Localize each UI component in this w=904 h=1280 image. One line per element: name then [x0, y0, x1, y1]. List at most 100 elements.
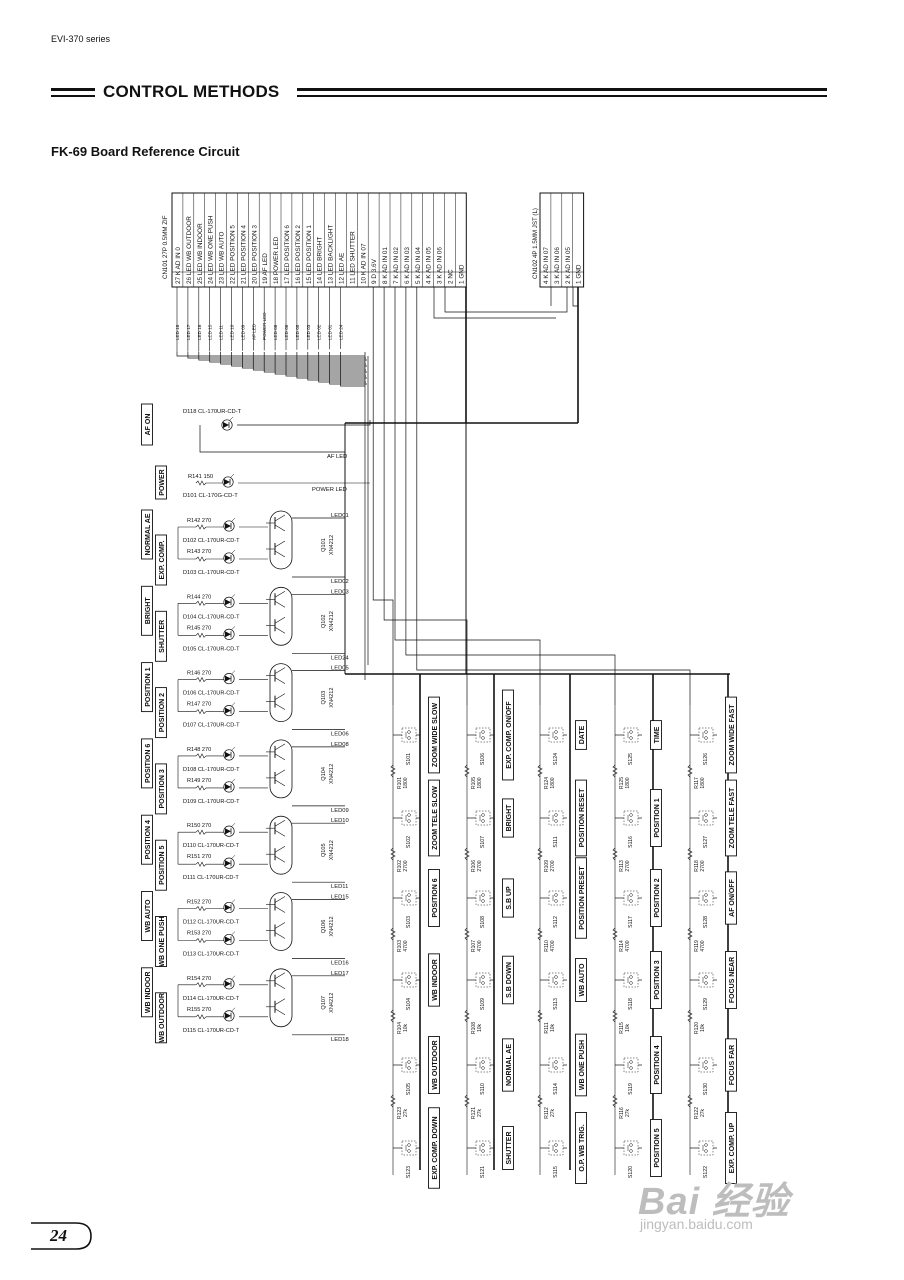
switch-ref: S125 [628, 753, 634, 765]
transistor-q106-body [269, 892, 293, 951]
switch-s119-frame [623, 1057, 639, 1073]
transistor-type: XN4212 [329, 993, 335, 1013]
cn101-pin-label: 18 POWER LED [273, 236, 280, 284]
section-title: CONTROL METHODS [103, 82, 280, 101]
led-tap-label: LED 03 [306, 324, 311, 340]
group-resistor [195, 556, 207, 562]
switch-label-s107-frame [502, 798, 514, 838]
switch-s102-frame [401, 810, 417, 826]
switch-s119-contact [629, 1060, 633, 1064]
led-tap-label: LED 17 [186, 324, 191, 340]
cn101-pin-label: 2 NC [448, 269, 455, 284]
transistor-q102-collector [274, 591, 286, 598]
switch-ref: S101 [406, 753, 412, 765]
switch-s109-contact [481, 981, 485, 985]
switch-s113-frame [548, 972, 564, 988]
switch-resistor-value: 27k [403, 1108, 409, 1117]
transistor-q101-body [269, 510, 293, 570]
led-tap-label: LED 15 [208, 324, 213, 340]
group-diode-ray [231, 899, 236, 903]
group-net-label: LED16 [331, 961, 349, 967]
switch-label-s126-frame [725, 696, 737, 774]
switch-resistor-ref: R102 [397, 860, 403, 872]
transistor-q104-collector [274, 769, 286, 777]
cn101-pin-label: 12 LED AE [339, 253, 346, 284]
group-diode-ray [231, 975, 236, 979]
group-diode-ray [231, 626, 236, 630]
switch-s108-contact [481, 893, 485, 897]
switch-label-s106-frame [502, 689, 514, 781]
switch-label-s115: O.P. WB TRIG. [579, 1124, 586, 1171]
switch-resistor-value: 27k [477, 1108, 483, 1117]
cn102-pin-label: 3 K AD IN 06 [554, 247, 561, 284]
group-diode-label: D102 CL-170UR-CD-T [183, 538, 240, 544]
switch-resistor-value: 27k [625, 1108, 631, 1117]
switch-label-s120-frame [650, 1119, 662, 1177]
switch-s113-contact [554, 981, 558, 985]
cn101-pin-label: 14 LED BRIGHT [317, 237, 324, 284]
group-button-bottom-frame [155, 534, 167, 586]
switch-resistor-ref: R122 [694, 1107, 700, 1119]
led-tap-label: LED 08 [273, 324, 278, 340]
led-bus-wire [187, 352, 366, 359]
switch-resistor-ref: R124 [544, 777, 550, 789]
group-diode-label: D111 CL-170UR-CD-T [183, 875, 239, 881]
group-button-bottom: WB ONE PUSH [159, 916, 166, 966]
group-resistor [195, 982, 207, 988]
cn101-pin-label: 27 K AD IN 0 [175, 247, 182, 284]
switch-s103-contact [407, 893, 411, 897]
switch-resistor [464, 847, 470, 861]
led-bus-wire [220, 352, 366, 365]
group-diode-label: D107 CL-170UR-CD-T [183, 723, 240, 729]
switch-s128-frame [698, 890, 714, 906]
led-tap-label: LED 11 [219, 325, 224, 340]
cn101-pin-label: 23 LED WB AUTO [219, 232, 226, 284]
switch-resistor-value: 1800 [550, 777, 556, 788]
switch-ref: S130 [703, 1083, 709, 1095]
group-diode-ray [231, 855, 236, 859]
power-diode-ray [230, 473, 235, 478]
switch-s122-frame [698, 1140, 714, 1156]
switch-s121-frame [475, 1140, 491, 1156]
cn101-pin-label: 11 LED SHUTTER [349, 231, 356, 284]
cn101-body [171, 192, 467, 288]
switch-resistor-value: 10k [700, 1023, 706, 1032]
group-button-bottom-frame [155, 610, 167, 662]
switch-label-s104: WB INDOOR [432, 959, 439, 1001]
switch-label-s121-frame [502, 1126, 514, 1170]
group-diode-arrow [225, 631, 231, 638]
cn101-pin-label: 8 K AD IN 01 [382, 247, 389, 284]
switch-s111-contact [554, 819, 558, 823]
switch-ref: S123 [406, 1166, 412, 1178]
group-button-top-frame [141, 738, 153, 789]
switch-s114-contact [554, 1060, 558, 1064]
switch-s110-frame [475, 1057, 491, 1073]
switch-resistor-ref: R119 [694, 940, 700, 952]
switch-resistor-value: 4700 [403, 940, 409, 951]
group-resistor [195, 861, 207, 867]
switch-resistor-value: 1800 [477, 777, 483, 788]
switch-s110-contact [481, 1066, 485, 1070]
transistor-q104-emitter [274, 779, 286, 787]
switch-s125-contact [629, 730, 633, 734]
power-resistor-label: R141 150 [188, 474, 213, 480]
group-diode-arrow [225, 675, 231, 682]
switch-resistor [612, 1094, 618, 1108]
group-diode-arrow [225, 707, 231, 714]
cn101-pin-label: 4 K AD IN 05 [426, 247, 433, 284]
group-net-label: LED06 [331, 732, 349, 738]
group-diode-ray [231, 778, 236, 783]
switch-ref: S128 [703, 916, 709, 928]
cn101-title: CN101 27P 0.5MM ZIF [162, 215, 169, 279]
led-bus-wire [209, 352, 365, 363]
transistor-q105-emitter [274, 829, 286, 837]
switch-resistor-ref: R111 [544, 1022, 550, 1033]
group-button-top-frame [141, 967, 153, 1018]
group-diode-arrow [225, 904, 231, 911]
group-net-label: LED05 [331, 666, 349, 672]
switch-resistor [390, 764, 396, 778]
switch-resistor-ref: R109 [544, 860, 550, 872]
group-diode-arrow [225, 783, 231, 790]
switch-label-s104-frame [428, 953, 440, 1007]
switch-s108-contact [481, 899, 485, 903]
